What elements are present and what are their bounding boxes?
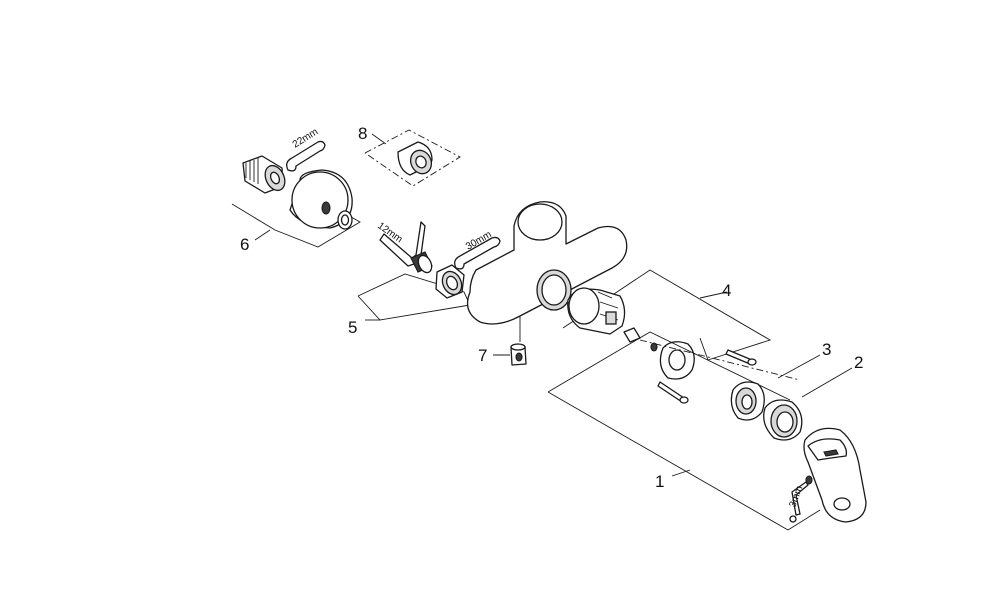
callout-6: 6 bbox=[240, 235, 249, 254]
part-group-6: 6 22mm bbox=[231, 126, 361, 254]
callout-4: 4 bbox=[722, 281, 731, 300]
part-group-4: 4 bbox=[562, 269, 801, 404]
mixing-cartridge bbox=[567, 287, 626, 335]
long-bolt-lower bbox=[657, 381, 689, 404]
part-aerator-7: 7 bbox=[478, 343, 527, 366]
callout-3: 3 bbox=[822, 340, 831, 359]
adapter-sleeve-part-8 bbox=[397, 141, 433, 176]
tool-label-3mm: 3mm bbox=[787, 484, 805, 509]
part-group-8: 8 bbox=[358, 124, 461, 187]
retaining-flange bbox=[659, 341, 695, 380]
callout-1: 1 bbox=[655, 472, 664, 491]
hex-nut bbox=[435, 264, 465, 299]
small-screw bbox=[650, 342, 658, 352]
lever-handle bbox=[789, 427, 867, 523]
part-sleeve-3: 3 bbox=[730, 340, 831, 421]
callout-2: 2 bbox=[854, 353, 863, 372]
tool-wrench-22mm: 22mm bbox=[286, 126, 326, 172]
callout-7: 7 bbox=[478, 346, 487, 365]
part-group-1-frame: 1 bbox=[547, 331, 821, 531]
callout-5: 5 bbox=[348, 318, 357, 337]
part-cover-cap-2: 2 bbox=[763, 353, 863, 441]
mixer-body bbox=[466, 201, 628, 342]
threaded-union bbox=[410, 251, 433, 274]
sealing-washer bbox=[337, 210, 353, 230]
callout-8: 8 bbox=[358, 124, 367, 143]
wall-rosette bbox=[289, 169, 353, 229]
tool-allen-key-3mm: 3mm bbox=[787, 481, 809, 516]
long-bolt-upper bbox=[725, 349, 757, 366]
s-union-fitting bbox=[242, 155, 286, 194]
cartridge-spindle-adapter bbox=[623, 327, 641, 343]
part-group-5: 5 30mm bbox=[348, 229, 501, 337]
set-screw bbox=[789, 475, 813, 523]
